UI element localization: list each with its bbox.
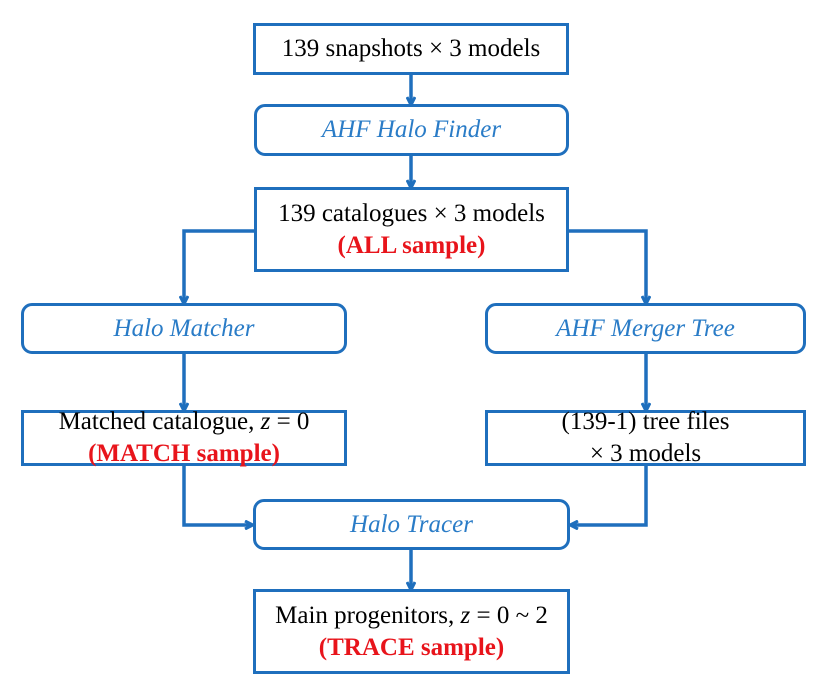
arrow-catalogues-to-mergertree [566, 229, 646, 303]
tree-files-models-label: × 3 models [589, 440, 702, 467]
trace-sample-label: (TRACE sample) [318, 633, 505, 661]
main-progenitors-label: Main progenitors, z = 0 ~ 2 [275, 601, 548, 629]
ahf-merger-tree-box: AHF Merger Tree [485, 303, 806, 354]
arrow-catalogues-to-matcher [184, 229, 255, 303]
tree-files-box: (139-1) tree files × 3 models [485, 408, 806, 467]
matched-catalogue-box: Matched catalogue, z = 0 (MATCH sample) [21, 408, 347, 467]
catalogues-label: 139 catalogues × 3 models [278, 199, 545, 227]
ahf-halo-finder-label: AHF Halo Finder [321, 116, 502, 143]
catalogues-box: 139 catalogues × 3 models (ALL sample) [254, 187, 569, 272]
match-sample-label: (MATCH sample) [88, 440, 280, 467]
halo-matcher-box: Halo Matcher [21, 303, 347, 354]
snapshots-box: 139 snapshots × 3 models [253, 23, 569, 75]
arrow-treefiles-to-tracer [571, 466, 648, 525]
tree-files-label: (139-1) tree files [561, 408, 730, 435]
ahf-merger-tree-label: AHF Merger Tree [556, 314, 735, 342]
all-sample-label: (ALL sample) [337, 231, 486, 259]
snapshots-label: 139 snapshots × 3 models [281, 35, 541, 62]
main-progenitors-box: Main progenitors, z = 0 ~ 2 (TRACE sampl… [253, 589, 570, 674]
halo-matcher-label: Halo Matcher [113, 314, 255, 342]
ahf-halo-finder-box: AHF Halo Finder [254, 104, 569, 156]
halo-tracer-box: Halo Tracer [253, 499, 570, 550]
matched-catalogue-label: Matched catalogue, z = 0 [58, 408, 310, 435]
arrow-matched-to-tracer [182, 466, 252, 525]
halo-tracer-label: Halo Tracer [350, 510, 473, 538]
